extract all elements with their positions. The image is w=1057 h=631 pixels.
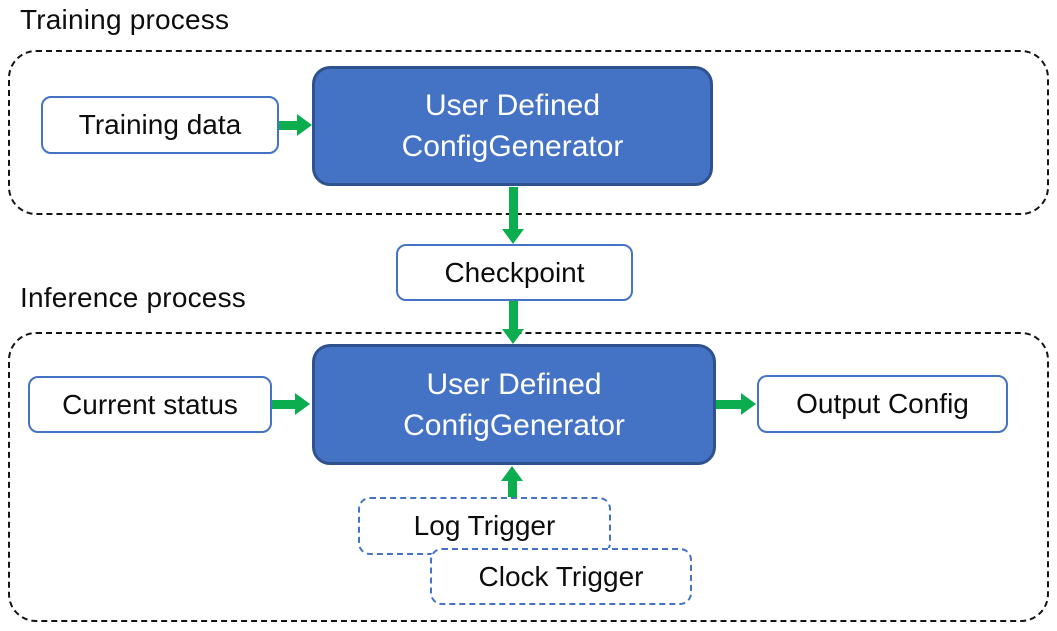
arrow-generator-to-checkpoint: [502, 187, 524, 244]
arrow-triggers-to-generator: [501, 466, 523, 497]
arrow-shaft: [716, 399, 741, 409]
arrow-head-down-icon: [502, 229, 524, 244]
arrow-training-data-to-generator: [279, 114, 312, 136]
arrow-generator-to-output-config: [716, 393, 756, 415]
arrow-head-right-icon: [295, 393, 310, 415]
config-generator-inference-label: User Defined ConfigGenerator: [403, 364, 625, 446]
arrow-shaft: [272, 399, 295, 409]
arrow-current-status-to-generator: [272, 393, 310, 415]
training-process-label: Training process: [20, 4, 230, 35]
config-generator-training-label: User Defined ConfigGenerator: [402, 85, 624, 167]
checkpoint-box: Checkpoint: [396, 244, 633, 301]
log-trigger-box: Log Trigger: [358, 497, 611, 555]
config-generator-training-line2: ConfigGenerator: [401, 130, 624, 163]
output-config-label: Output Config: [796, 388, 969, 419]
config-generator-inference-line2: ConfigGenerator: [403, 408, 625, 442]
training-data-label: Training data: [78, 109, 242, 140]
output-config-box: Output Config: [757, 375, 1008, 433]
arrow-head-down-icon: [502, 329, 524, 344]
arrow-checkpoint-to-generator: [502, 301, 524, 344]
arrow-head-right-icon: [741, 393, 756, 415]
inference-process-container: [8, 332, 1049, 622]
log-trigger-label: Log Trigger: [413, 510, 556, 541]
config-generator-box-inference: User Defined ConfigGenerator: [312, 344, 716, 465]
current-status-box: Current status: [28, 376, 272, 433]
clock-trigger-box: Clock Trigger: [430, 548, 692, 605]
inference-process-label: Inference process: [20, 282, 246, 313]
arrow-shaft: [279, 120, 297, 130]
training-process-container: [8, 50, 1049, 215]
checkpoint-label: Checkpoint: [444, 256, 585, 288]
config-generator-box-training: User Defined ConfigGenerator: [312, 66, 713, 186]
arrow-shaft: [508, 301, 518, 329]
current-status-label: Current status: [62, 388, 238, 420]
clock-trigger-label: Clock Trigger: [478, 560, 644, 592]
arrow-head-right-icon: [297, 114, 312, 136]
arrow-head-up-icon: [501, 466, 523, 481]
arrow-shaft: [508, 187, 518, 229]
training-data-box: Training data: [41, 96, 279, 154]
arrow-shaft: [507, 481, 517, 497]
config-generator-training-line1: User Defined: [424, 89, 601, 122]
config-generator-inference-line1: User Defined: [426, 367, 602, 401]
